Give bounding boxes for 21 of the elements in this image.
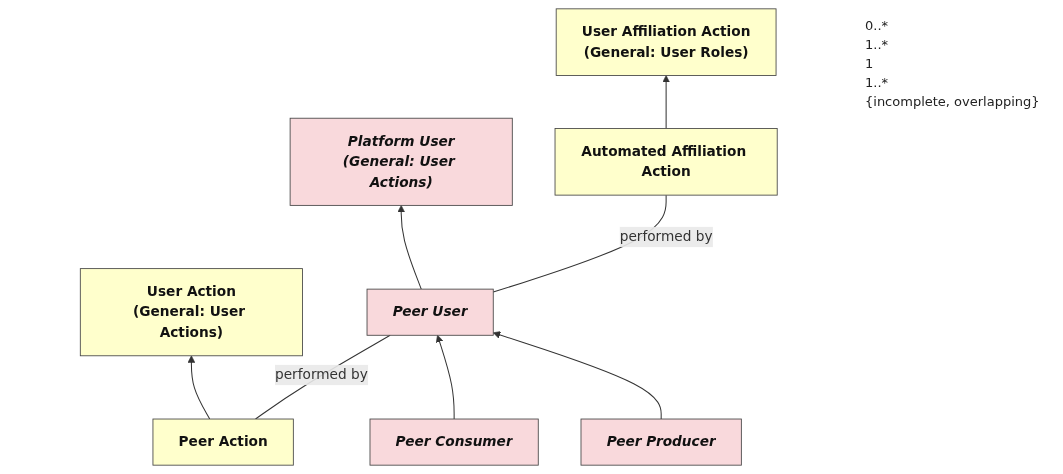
note-label: 0..* [865,18,890,33]
node-box: User Affiliation Action (General: User Roles) [555,8,777,76]
node-box: Peer Action [152,418,294,466]
node-box: Peer Consumer [369,418,539,466]
node-box: User Action (General: User Actions) [79,268,303,357]
note-label: {incomplete, overlapping} [865,94,1041,109]
note-label: 1 [865,56,875,71]
node-box: Automated Affiliation Action [554,128,778,196]
arrow [397,205,422,290]
connector [254,334,391,420]
node-box: Peer User [366,288,494,336]
arrow [187,355,210,420]
arrow [662,75,670,129]
edge-label: performed by [274,366,368,383]
note-label: 1..* [865,75,890,90]
note-label: 1..* [865,37,890,52]
node-box: Platform User (General: User Actions) [289,117,513,206]
arrow [492,331,662,420]
arrow [435,334,455,420]
edge-label: performed by [619,228,713,245]
node-box: Peer Producer [580,418,742,466]
